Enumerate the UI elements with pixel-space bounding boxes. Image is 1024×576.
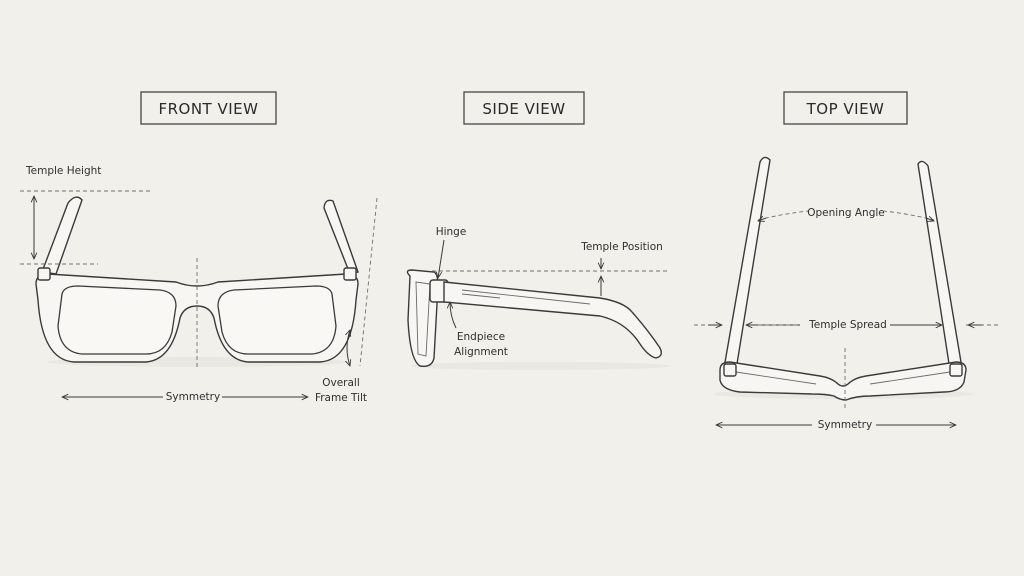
- opening-angle-label: Opening Angle: [807, 207, 885, 219]
- top-front-frame: [719, 361, 967, 401]
- tilt-label-line2: Frame Tilt: [315, 392, 367, 404]
- left-lens: [57, 285, 177, 355]
- right-temple-arm: [323, 199, 359, 275]
- front-view-title: FRONT VIEW: [140, 91, 277, 125]
- top-left-temple: [723, 156, 771, 371]
- endpiece-label-line2: Alignment: [454, 346, 508, 358]
- side-view: SIDE VIEW Temple Position Hinge Endpiece…: [406, 91, 670, 370]
- side-view-title-text: SIDE VIEW: [482, 100, 565, 118]
- temple-spread-label: Temple Spread: [808, 319, 887, 331]
- tilt-label-line1: Overall: [322, 377, 360, 389]
- left-hinge: [37, 267, 51, 281]
- right-hinge: [343, 267, 357, 281]
- front-view: FRONT VIEW Temple Height Symmetry: [20, 91, 378, 404]
- top-symmetry-label: Symmetry: [818, 419, 872, 431]
- temple-position-label: Temple Position: [580, 241, 663, 253]
- left-temple-arm: [41, 196, 83, 275]
- top-view: TOP VIEW Opening Angle Temple Sp: [694, 91, 998, 431]
- top-right-temple: [917, 160, 963, 371]
- side-temple-arm: [443, 281, 663, 359]
- top-view-title: TOP VIEW: [783, 91, 908, 125]
- endpiece-pointer: [450, 302, 457, 329]
- right-lens: [217, 285, 337, 355]
- front-glasses: [35, 196, 359, 367]
- hinge-label: Hinge: [436, 226, 467, 238]
- top-glasses: [713, 156, 973, 401]
- front-view-title-text: FRONT VIEW: [158, 100, 258, 118]
- endpiece-label-line1: Endpiece: [457, 331, 505, 343]
- side-view-title: SIDE VIEW: [463, 91, 585, 125]
- tilt-arrow: [347, 330, 350, 366]
- opening-angle-arc: [757, 208, 935, 221]
- temple-height-label: Temple Height: [25, 165, 101, 177]
- hinge-pointer: [438, 239, 445, 278]
- front-symmetry-label: Symmetry: [166, 391, 220, 403]
- side-glasses: [406, 269, 670, 370]
- top-view-title-text: TOP VIEW: [806, 100, 885, 118]
- tilt-reference-line: [359, 197, 378, 367]
